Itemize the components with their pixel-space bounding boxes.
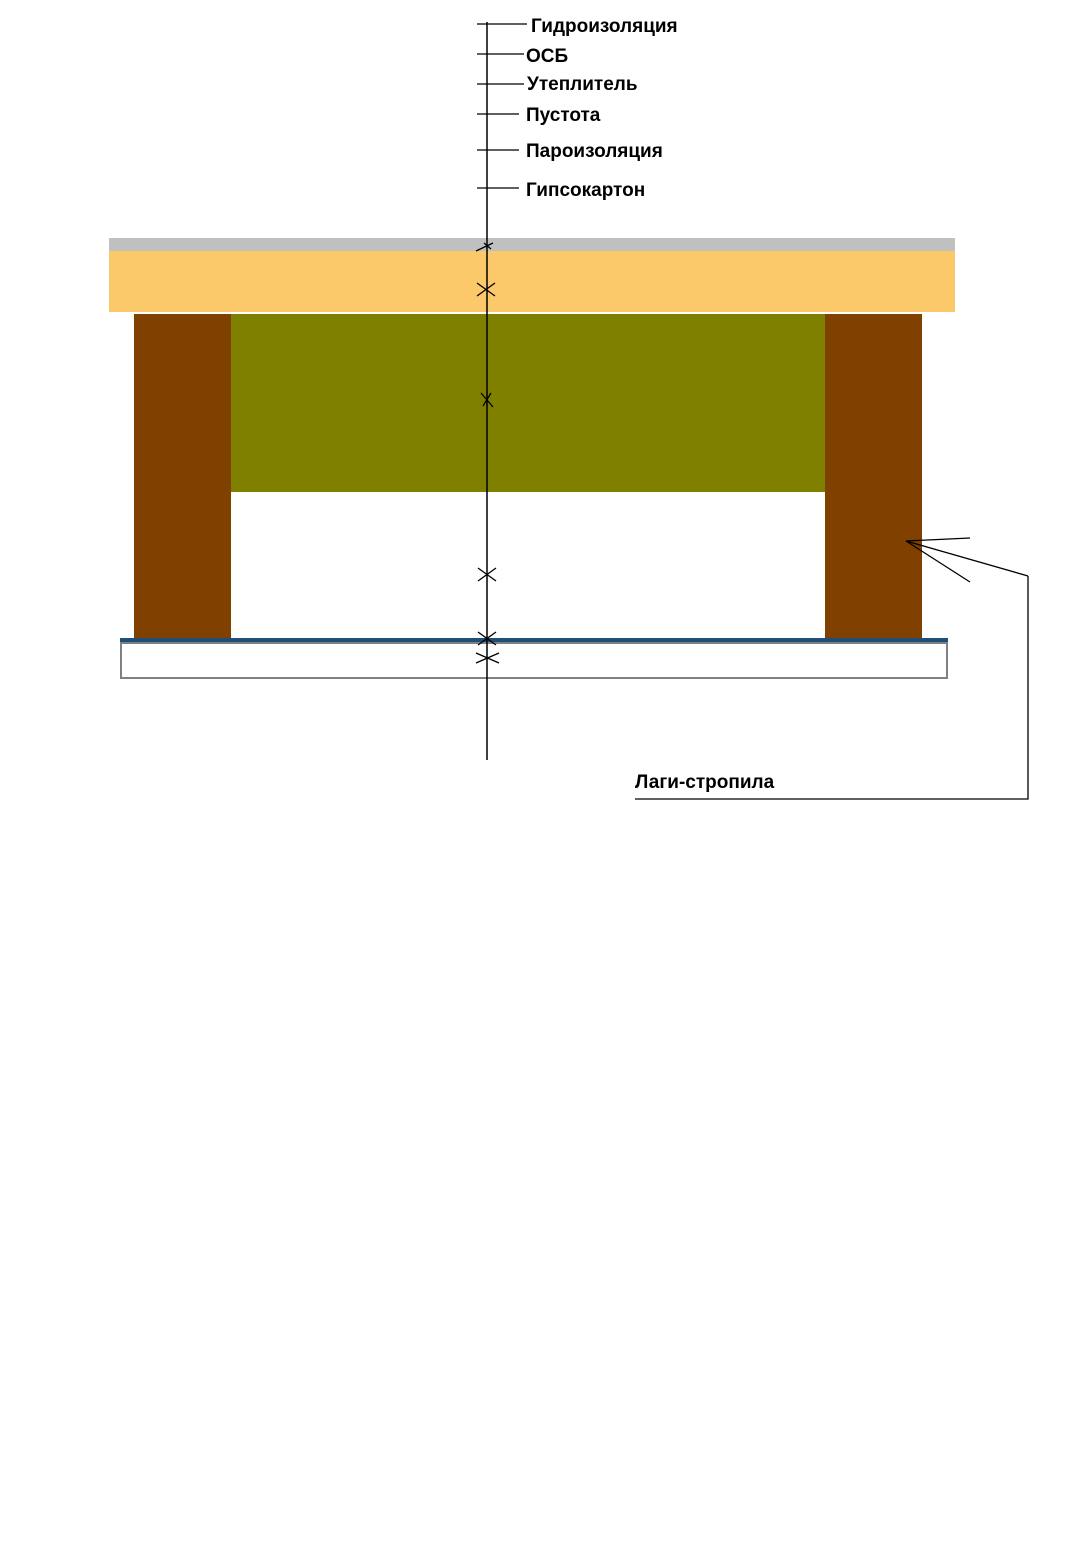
label-vapor-barrier: Пароизоляция bbox=[526, 141, 663, 162]
void-layer bbox=[231, 492, 825, 638]
label-joists-rafters: Лаги-стропила bbox=[635, 772, 775, 793]
label-osb: ОСБ bbox=[526, 46, 568, 67]
osb-layer bbox=[109, 251, 955, 312]
insulation-layer bbox=[231, 314, 825, 492]
label-void: Пустота bbox=[526, 105, 601, 126]
label-drywall: Гипсокартон bbox=[526, 180, 645, 201]
joist-left bbox=[134, 314, 231, 640]
label-waterproofing: Гидроизоляция bbox=[531, 16, 678, 37]
waterproofing-layer bbox=[109, 238, 955, 251]
joist-right bbox=[825, 314, 922, 640]
layer-markers bbox=[475, 242, 500, 664]
drywall-layer bbox=[120, 642, 948, 679]
joist-callout-leader bbox=[635, 537, 1029, 800]
label-insulation: Утеплитель bbox=[527, 74, 638, 95]
